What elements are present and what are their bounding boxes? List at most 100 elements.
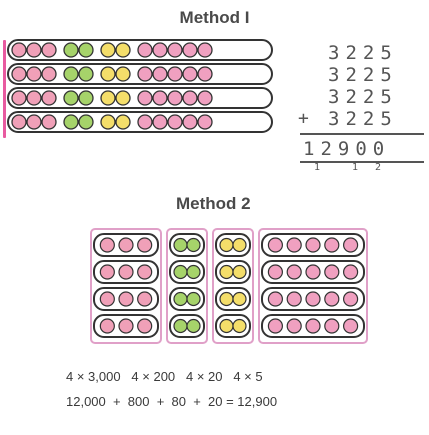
- hundreds-counter: [63, 114, 79, 130]
- tens-counter: [219, 264, 234, 280]
- ones-counter: [137, 42, 153, 58]
- sum-equation: 12,000 + 800 + 80 + 20 = 12,900: [66, 394, 278, 409]
- ones-counter: [167, 66, 183, 82]
- thousands-counter: [137, 291, 153, 307]
- ones-counter: [324, 318, 340, 334]
- method-1-title: Method I: [179, 8, 250, 27]
- ones-counter: [286, 291, 302, 307]
- highlight-bar: [3, 40, 6, 138]
- hundreds-group-frame: [166, 228, 208, 344]
- ones-counter: [305, 264, 321, 280]
- ones-counter: [182, 66, 198, 82]
- thousands-counter: [26, 90, 42, 106]
- ones-counter: [305, 318, 321, 334]
- ones-counter: [324, 264, 340, 280]
- tens-counter: [219, 237, 234, 253]
- sum-line: [300, 133, 424, 135]
- ones-counter: [182, 42, 198, 58]
- addend-row: 3225: [328, 86, 398, 108]
- hundreds-counter: [186, 318, 201, 334]
- tens-counter: [115, 90, 131, 106]
- thousands-counter: [11, 42, 27, 58]
- ones-counter: [267, 264, 283, 280]
- ones-counter: [197, 66, 213, 82]
- thousands-counter: [41, 66, 57, 82]
- ones-counter: [167, 42, 183, 58]
- thousands-counter: [11, 114, 27, 130]
- ones-counter: [324, 237, 340, 253]
- ones-counter: [182, 90, 198, 106]
- addend-row: 3225: [328, 108, 398, 130]
- ones-counter: [343, 264, 359, 280]
- ones-counter: [152, 66, 168, 82]
- thousands-counter: [26, 66, 42, 82]
- hundreds-counter: [63, 90, 79, 106]
- thousands-counter: [118, 237, 134, 253]
- thousands-group-frame: [90, 228, 162, 344]
- method-2-counter-groups: [90, 228, 368, 344]
- ones-counter: [197, 114, 213, 130]
- ones-counter: [343, 237, 359, 253]
- thousands-counter: [26, 42, 42, 58]
- tens-counter: [232, 291, 247, 307]
- tens-counter: [100, 90, 116, 106]
- ones-counter: [324, 291, 340, 307]
- ones-counter: [137, 114, 153, 130]
- thousands-counter: [99, 237, 115, 253]
- sum-line-bottom: [300, 161, 424, 163]
- thousands-counter: [11, 66, 27, 82]
- ones-counter: [267, 318, 283, 334]
- carry-digit: 1: [352, 162, 359, 173]
- method-1-counter-rows: [3, 39, 273, 138]
- thousands-counter: [137, 318, 153, 334]
- thousands-counter: [118, 318, 134, 334]
- tens-group-frame: [212, 228, 254, 344]
- hundreds-counter: [78, 42, 94, 58]
- vertical-addition: 3225 3225 3225 3225: [328, 42, 424, 130]
- ones-counter: [267, 291, 283, 307]
- tens-counter: [115, 42, 131, 58]
- tens-counter: [115, 66, 131, 82]
- ones-counter: [137, 90, 153, 106]
- tens-counter: [219, 318, 234, 334]
- tens-counter: [232, 318, 247, 334]
- thousands-counter: [99, 264, 115, 280]
- thousands-counter: [137, 264, 153, 280]
- ones-counter: [305, 237, 321, 253]
- thousands-counter: [41, 114, 57, 130]
- ones-counter: [343, 318, 359, 334]
- thousands-counter: [41, 90, 57, 106]
- plus-sign: +: [298, 108, 309, 129]
- hundreds-counter: [173, 237, 188, 253]
- tens-counter: [100, 66, 116, 82]
- ones-counter: [343, 291, 359, 307]
- hundreds-counter: [63, 66, 79, 82]
- carry-digit: 1: [314, 162, 321, 173]
- hundreds-counter: [63, 42, 79, 58]
- products-line: 4 × 3,000 4 × 200 4 × 20 4 × 5: [66, 369, 263, 384]
- tens-counter: [232, 264, 247, 280]
- ones-counter: [152, 90, 168, 106]
- ones-counter: [286, 318, 302, 334]
- hundreds-counter: [78, 90, 94, 106]
- addend-row: 3225: [328, 42, 398, 64]
- addend-row: 3225: [328, 64, 398, 86]
- ones-counter: [305, 291, 321, 307]
- thousands-counter: [26, 114, 42, 130]
- ones-counter: [286, 237, 302, 253]
- hundreds-counter: [173, 264, 188, 280]
- ones-counter: [152, 114, 168, 130]
- hundreds-counter: [78, 66, 94, 82]
- tens-counter: [100, 114, 116, 130]
- thousands-counter: [99, 291, 115, 307]
- hundreds-counter: [186, 291, 201, 307]
- tens-counter: [100, 42, 116, 58]
- method-2-title: Method 2: [176, 194, 251, 213]
- thousands-counter: [137, 237, 153, 253]
- ones-counter: [152, 42, 168, 58]
- tens-counter: [219, 291, 234, 307]
- hundreds-counter: [173, 291, 188, 307]
- ones-counter: [267, 237, 283, 253]
- ones-counter: [197, 90, 213, 106]
- tens-counter: [115, 114, 131, 130]
